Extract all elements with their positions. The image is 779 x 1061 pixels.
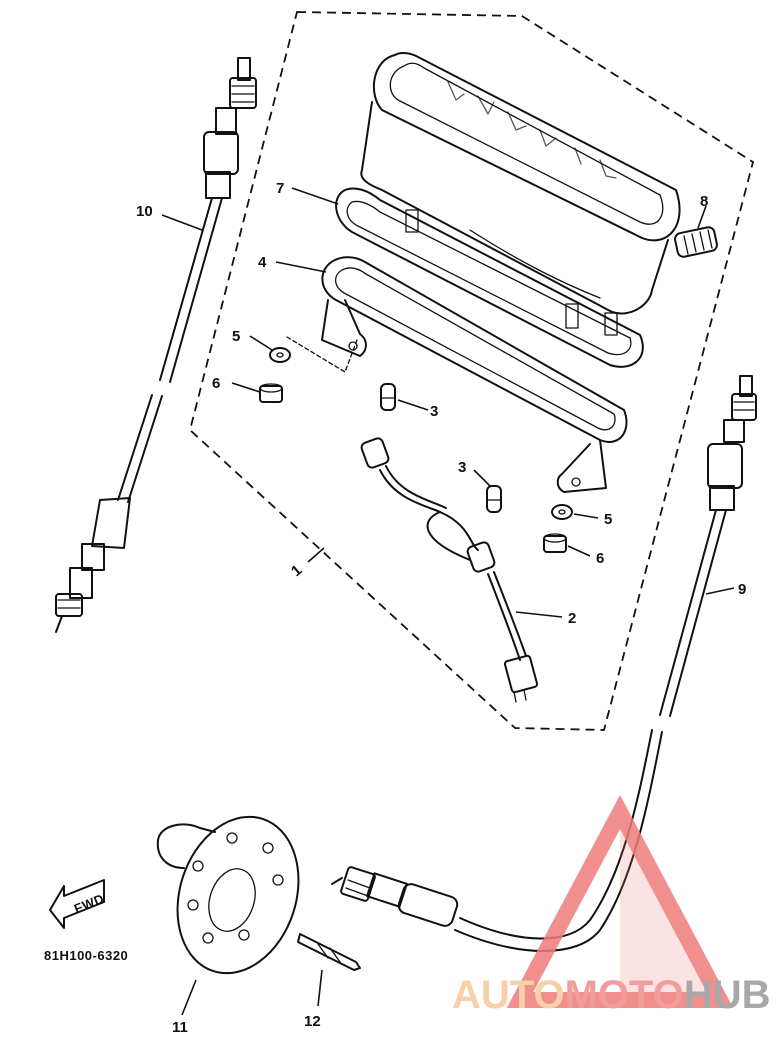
nut-part-6-right <box>543 533 567 553</box>
bulb-part-3-lower <box>486 485 502 513</box>
forward-arrow-icon: FWD <box>49 879 106 929</box>
callout-11: 11 <box>172 1019 188 1036</box>
callout-6-right: 6 <box>596 550 604 567</box>
reset-knob-part-8 <box>674 226 718 258</box>
speedometer-cable-part-9 <box>331 375 757 952</box>
callout-7: 7 <box>276 180 284 197</box>
fwd-label: FWD <box>72 891 106 917</box>
bracket-part-4 <box>321 256 628 493</box>
speedometer-cable-part-10 <box>55 57 257 633</box>
nut-part-6-left <box>259 383 283 403</box>
callout-12: 12 <box>304 1013 321 1030</box>
callout-6-left: 6 <box>212 375 220 392</box>
callout-5-right: 5 <box>604 511 612 528</box>
assembly-boundary <box>188 11 755 731</box>
callout-5-left: 5 <box>232 328 240 345</box>
watermark-logo: AUTOMOTOHUB <box>452 794 771 1017</box>
gear-unit-part-11 <box>156 815 300 975</box>
washer-part-5-right <box>551 504 573 520</box>
part-code: 81H100-6320 <box>44 948 128 963</box>
meter-housing <box>360 52 681 336</box>
callout-10: 10 <box>136 203 153 220</box>
washer-part-5-left <box>269 347 291 363</box>
callout-3-lower: 3 <box>458 459 466 476</box>
callout-2: 2 <box>568 610 576 627</box>
watermark-moto: MOTO <box>565 973 684 1017</box>
callout-4: 4 <box>258 254 267 271</box>
watermark-auto: AUTO <box>452 973 565 1017</box>
callout-8: 8 <box>700 193 708 210</box>
callout-3-upper: 3 <box>430 403 438 420</box>
wire-harness-part-2 <box>360 437 539 703</box>
bulb-part-3-upper <box>380 383 396 411</box>
callout-9: 9 <box>738 581 746 598</box>
watermark-hub: HUB <box>684 973 771 1017</box>
leader-lines <box>161 187 735 1016</box>
pin-part-12 <box>297 933 361 971</box>
gasket-part-7 <box>335 187 644 368</box>
svg-text:AUTOMOTOHUB: AUTOMOTOHUB <box>452 973 771 1017</box>
callout-1: 1 <box>288 562 305 580</box>
